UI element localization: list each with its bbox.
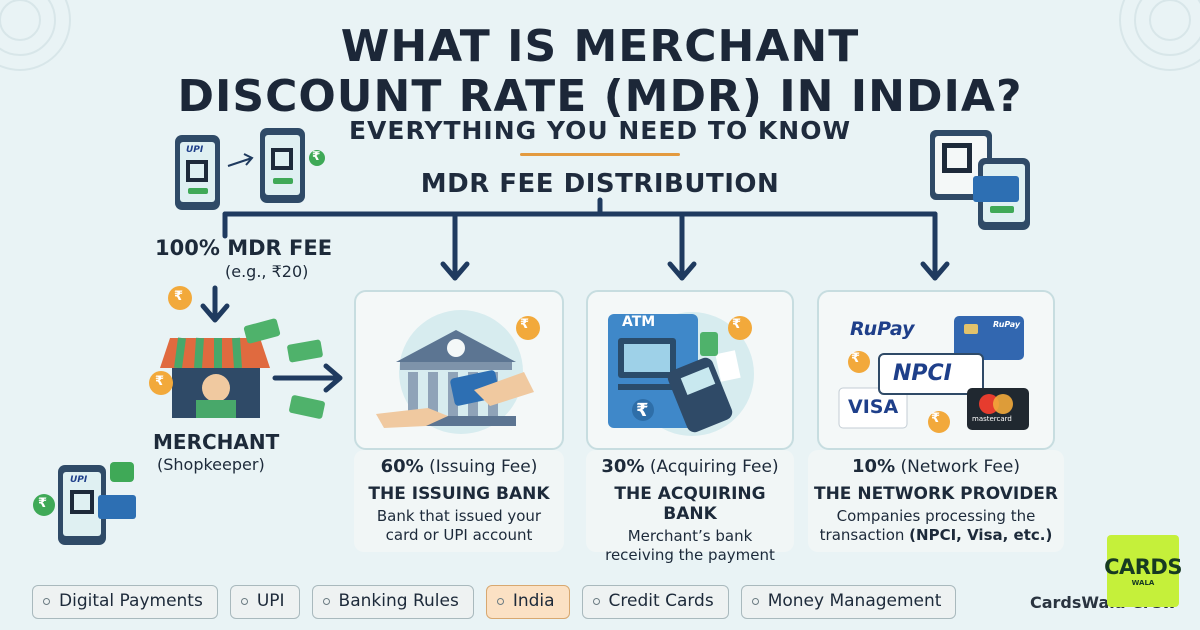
network-provider-card — [817, 290, 1055, 450]
section-title: MDR FEE DISTRIBUTION — [420, 169, 780, 199]
atm-machine-icon — [608, 312, 754, 436]
rupee-icon-2: ₹ — [174, 289, 184, 304]
title-divider — [520, 153, 680, 156]
issuing-bank-name: THE ISSUING BANK — [368, 484, 550, 504]
tag-hole-icon — [751, 598, 759, 605]
acquiring-bank-desc-line-2: receiving the payment — [605, 546, 775, 564]
upi-label-2: UPI — [70, 475, 88, 485]
network-provider-desc-line-2: transaction (NPCI, Visa, etc.) — [808, 526, 1064, 545]
rupee-icon-7: ₹ — [851, 351, 861, 366]
network-desc-bold: (NPCI, Visa, etc.) — [909, 526, 1053, 544]
acquiring-bank-info: THE ACQUIRING BANK Merchant’s bank recei… — [586, 450, 794, 564]
title-line-1: WHAT IS MERCHANT — [340, 21, 860, 72]
tag-hole-icon — [240, 598, 248, 605]
issuing-bank-desc-line-1: Bank that issued your — [376, 507, 542, 525]
bank-building-icon — [376, 310, 540, 434]
merchant-label: MERCHANT — [153, 430, 280, 454]
upi-label-1: UPI — [186, 145, 204, 155]
page-subtitle: EVERYTHING YOU NEED TO KNOW — [348, 116, 852, 145]
brand-logo[interactable]: CARDS WALA — [1104, 535, 1182, 607]
page-title: WHAT IS MERCHANT DISCOUNT RATE (MDR) IN … — [0, 22, 1200, 122]
network-provider-desc-line-1: Companies processing the — [836, 507, 1036, 525]
network-fee-share: 10% (Network Fee) — [808, 456, 1064, 477]
network-fee-type: (Network Fee) — [900, 457, 1020, 477]
tag-hole-icon — [592, 598, 600, 605]
rupee-icon-1: ₹ — [312, 149, 321, 163]
rupee-icon-8: ₹ — [931, 411, 941, 426]
upi-phone-icon-1 — [175, 135, 220, 210]
tag-banking-rules[interactable]: Banking Rules — [311, 585, 474, 619]
tag-list: Digital Payments UPI Banking Rules India Cre… — [32, 585, 957, 621]
network-logos-icon — [838, 316, 1029, 433]
npci-logo: NPCI — [893, 361, 952, 386]
issuing-bank-info: THE ISSUING BANK Bank that issued your c… — [354, 450, 564, 552]
flow-arrowhead-network — [920, 261, 950, 281]
brand-logo-text: CARDS — [1104, 555, 1182, 579]
cash-notes-icon — [243, 318, 325, 419]
flow-arrowhead-issuing — [440, 261, 470, 281]
upi-phone-icon-3 — [33, 462, 136, 545]
tag-label: India — [512, 591, 555, 611]
flow-arrowhead-merchant — [200, 303, 230, 323]
flow-arrowhead-acquiring — [667, 261, 697, 281]
acquiring-fee-type: (Acquiring Fee) — [649, 457, 779, 477]
issuing-bank-desc-line-2: card or UPI account — [385, 526, 533, 544]
network-fee-pct: 10% — [852, 456, 896, 477]
mandala-ornament-left — [0, 0, 71, 71]
flow-line-top — [222, 197, 938, 217]
flow-arrow-merchant-to-bank — [272, 363, 343, 393]
acquiring-bank-card — [586, 290, 794, 450]
merchant-shop-icon — [149, 286, 270, 418]
tag-label: Money Management — [767, 591, 942, 611]
issuing-bank-card — [354, 290, 564, 450]
brand-logo-sub: WALA — [1131, 579, 1155, 587]
acquiring-fee-share: 30% (Acquiring Fee) — [586, 456, 794, 477]
tag-upi[interactable]: UPI — [229, 585, 300, 619]
tag-india[interactable]: India — [485, 585, 570, 619]
acquiring-bank-desc-line-1: Merchant’s bank — [627, 527, 753, 545]
tag-digital-payments[interactable]: Digital Payments — [32, 585, 218, 619]
merchant-sub-label: (Shopkeeper) — [157, 455, 265, 474]
upi-phone-icon-2 — [260, 128, 305, 203]
mdr-fee-label: 100% MDR FEE — [155, 236, 333, 260]
tag-label: UPI — [256, 591, 285, 611]
network-desc-plain: transaction — [819, 526, 910, 544]
phone-card-icon — [973, 158, 1030, 230]
rupee-icon-4: ₹ — [38, 496, 48, 511]
rupay-logo: RuPay — [850, 318, 915, 340]
atm-label: ATM — [622, 314, 656, 330]
acquiring-fee-pct: 30% — [601, 456, 645, 477]
title-line-2: DISCOUNT RATE (MDR) IN INDIA? — [177, 71, 1023, 122]
mastercard-logo: mastercard — [972, 415, 1012, 423]
tag-label: Digital Payments — [59, 591, 203, 611]
visa-logo: VISA — [848, 396, 899, 418]
tag-hole-icon — [496, 598, 504, 605]
rupee-icon-5: ₹ — [520, 317, 530, 332]
network-provider-name: THE NETWORK PROVIDER — [813, 484, 1059, 504]
mandala-ornament-right — [1119, 0, 1200, 71]
issuing-fee-type: (Issuing Fee) — [429, 457, 538, 477]
issuing-fee-pct: 60% — [380, 456, 424, 477]
tag-label: Banking Rules — [338, 591, 459, 611]
issuing-fee-share: 60% (Issuing Fee) — [354, 456, 564, 477]
tag-credit-cards[interactable]: Credit Cards — [581, 585, 729, 619]
rupay-card-logo: RuPay — [993, 320, 1021, 329]
tag-hole-icon — [322, 598, 330, 605]
network-provider-info: THE NETWORK PROVIDER Companies processin… — [808, 450, 1064, 552]
tag-hole-icon — [43, 598, 50, 605]
tag-label: Credit Cards — [608, 591, 714, 611]
acquiring-bank-name: THE ACQUIRING BANK — [614, 484, 766, 524]
mdr-fee-example: (e.g., ₹20) — [225, 262, 309, 281]
rupee-icon-3: ₹ — [155, 374, 165, 389]
tag-money-management[interactable]: Money Management — [740, 585, 957, 619]
rupee-icon-9: ₹ — [636, 400, 649, 421]
rupee-icon-6: ₹ — [732, 317, 742, 332]
